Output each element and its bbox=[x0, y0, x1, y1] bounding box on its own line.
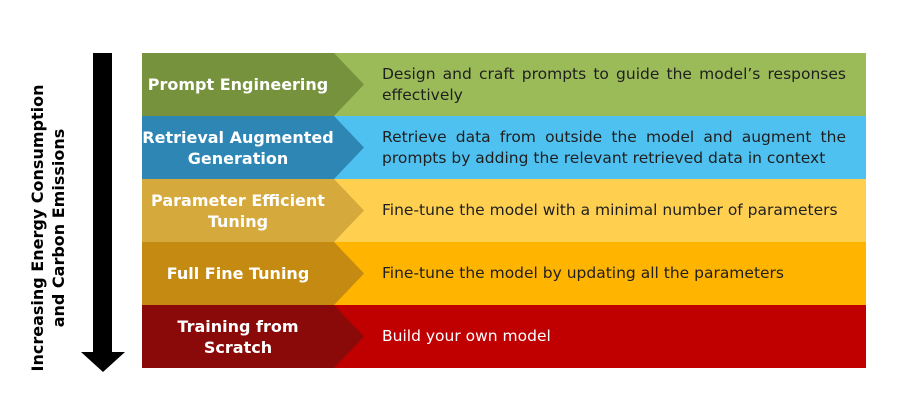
chevron: Parameter Efficient Tuning bbox=[142, 179, 364, 242]
method-description-text: Fine-tune the model by updating all the … bbox=[382, 264, 785, 282]
method-label: Retrieval Augmented Generation bbox=[142, 127, 334, 168]
method-description-text: Fine-tune the model with a minimal numbe… bbox=[382, 201, 838, 219]
chevron: Retrieval Augmented Generation bbox=[142, 116, 364, 179]
method-description: Fine-tune the model with a minimal numbe… bbox=[382, 179, 846, 242]
chevron: Prompt Engineering bbox=[142, 53, 364, 116]
row-full-fine-tuning: Full Fine Tuning Fine-tune the model by … bbox=[142, 242, 866, 305]
method-description-text: Design and craft prompts to guide the mo… bbox=[382, 64, 846, 104]
chevron: Training from Scratch bbox=[142, 305, 364, 368]
method-description: Design and craft prompts to guide the mo… bbox=[382, 53, 846, 116]
method-description: Retrieve data from outside the model and… bbox=[382, 116, 846, 179]
axis-label-line-2: and Carbon Emissions bbox=[49, 128, 68, 328]
method-label: Full Fine Tuning bbox=[166, 264, 310, 283]
axis-label-line-1: Increasing Energy Consumption bbox=[28, 84, 47, 372]
method-label: Training from Scratch bbox=[177, 316, 299, 357]
down-arrow-icon bbox=[81, 352, 125, 372]
row-retrieval-augmented-generation: Retrieval Augmented Generation Retrieve … bbox=[142, 116, 866, 179]
energy-axis: Increasing Energy Consumption and Carbon… bbox=[0, 0, 142, 412]
method-description-text: Retrieve data from outside the model and… bbox=[382, 127, 846, 167]
method-label: Parameter Efficient Tuning bbox=[151, 190, 325, 231]
chevron: Full Fine Tuning bbox=[142, 242, 364, 305]
row-training-from-scratch: Training from Scratch Build your own mod… bbox=[142, 305, 866, 368]
row-prompt-engineering: Prompt Engineering Design and craft prom… bbox=[142, 53, 866, 116]
method-description-text: Build your own model bbox=[382, 327, 551, 345]
method-description: Fine-tune the model by updating all the … bbox=[382, 242, 846, 305]
down-arrow-shaft bbox=[93, 53, 112, 357]
method-label: Prompt Engineering bbox=[147, 75, 329, 94]
axis-label: Increasing Energy Consumption and Carbon… bbox=[27, 85, 69, 372]
row-parameter-efficient-tuning: Parameter Efficient Tuning Fine-tune the… bbox=[142, 179, 866, 242]
method-description: Build your own model bbox=[382, 305, 846, 368]
